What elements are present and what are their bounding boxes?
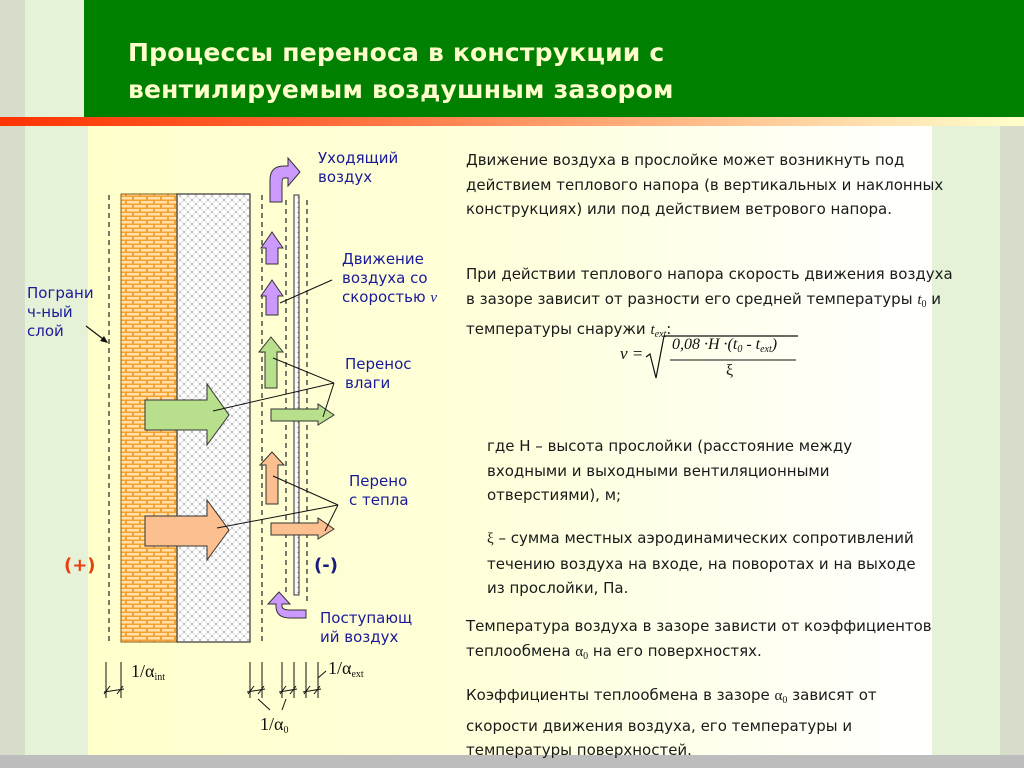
leader-moisture-3: [322, 382, 335, 418]
dimension-gap: [246, 662, 327, 711]
moisture-out-arrow: [270, 403, 335, 426]
bottom-bar: [0, 755, 1024, 768]
formula-lhs: v =: [620, 344, 644, 363]
sqrt-sign: [645, 335, 798, 379]
paragraph-4: ξ – сумма местных аэродинамических сопро…: [487, 529, 916, 597]
outgoing-air-arrow: [269, 156, 301, 203]
header-bar: [84, 0, 1024, 117]
paragraph-5: Температура воздуха в зазоре зависти от …: [466, 617, 932, 662]
paragraph-3: где H – высота прослойки (расстояние меж…: [487, 437, 853, 504]
label-boundary-layer: Пограни ч-ный слой: [27, 284, 94, 340]
label-plus: (+): [64, 555, 96, 576]
leader-heat-1: [272, 475, 339, 506]
title-line-2: вентилируемым воздушным зазором: [128, 75, 674, 104]
leader-moisture-1: [272, 357, 335, 384]
dimension-int: [103, 662, 125, 698]
accent-line: [0, 117, 1024, 126]
label-minus: (-): [314, 555, 338, 576]
label-r-0: 1/α0: [260, 714, 289, 737]
label-heat-transfer: Перено с тепла: [349, 472, 409, 509]
air-up-arrow-1: [260, 231, 284, 265]
leader-air-movement: [279, 279, 333, 304]
label-incoming-air: Поступающ ий воздух: [320, 609, 413, 646]
heat-up-arrow: [258, 451, 286, 505]
label-r-ext: 1/αext: [328, 658, 364, 681]
leader-heat-3: [324, 504, 339, 532]
leader-heat-2: [216, 504, 339, 529]
label-moisture-transfer: Перенос влаги: [345, 355, 412, 392]
paragraph-6: Коэффициенты теплообмена в зазоре α0 зав…: [466, 686, 877, 759]
incoming-air-arrow: [266, 591, 307, 619]
velocity-symbol: v: [430, 290, 438, 306]
moisture-up-arrow: [257, 336, 285, 389]
heat-wall-arrow: [144, 498, 230, 562]
leader-moisture-2: [212, 382, 335, 412]
air-up-arrow-2: [260, 279, 284, 316]
heat-out-arrow: [270, 517, 335, 540]
label-r-int: 1/αint: [131, 661, 165, 684]
cladding-layer: [293, 194, 300, 596]
moisture-wall-arrow: [144, 382, 230, 447]
paragraph-1: Движение воздуха в прослойке может возни…: [466, 151, 944, 218]
slide-title: Процессы переноса в конструкции с вентил…: [128, 34, 674, 108]
formula-denominator: ξ: [726, 362, 734, 379]
label-air-movement: Движение воздуха со скоростью v: [342, 250, 438, 306]
label-outgoing-air: Уходящий воздух: [318, 149, 399, 186]
paragraph-2: При действии теплового напора скорость д…: [466, 265, 953, 340]
formula-numerator: 0,08 ·H ·(t0 - text): [672, 336, 778, 355]
title-line-1: Процессы переноса в конструкции с: [128, 38, 665, 67]
